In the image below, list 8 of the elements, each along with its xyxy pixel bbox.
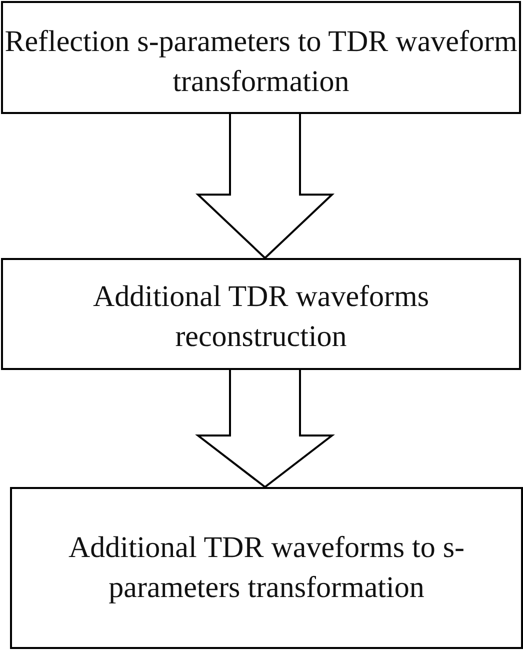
block-arrow (195, 369, 335, 488)
block-arrow (195, 113, 335, 260)
process-box (1, 1, 521, 114)
process-box (1, 258, 521, 370)
box-text: Additional TDR waveforms reconstruction (92, 279, 430, 355)
box-text: Reflection s-parameters to TDR waveform transformation (4, 24, 518, 100)
process-box (10, 487, 523, 649)
box-text: Additional TDR waveforms to s-parameters transformation (67, 530, 466, 606)
